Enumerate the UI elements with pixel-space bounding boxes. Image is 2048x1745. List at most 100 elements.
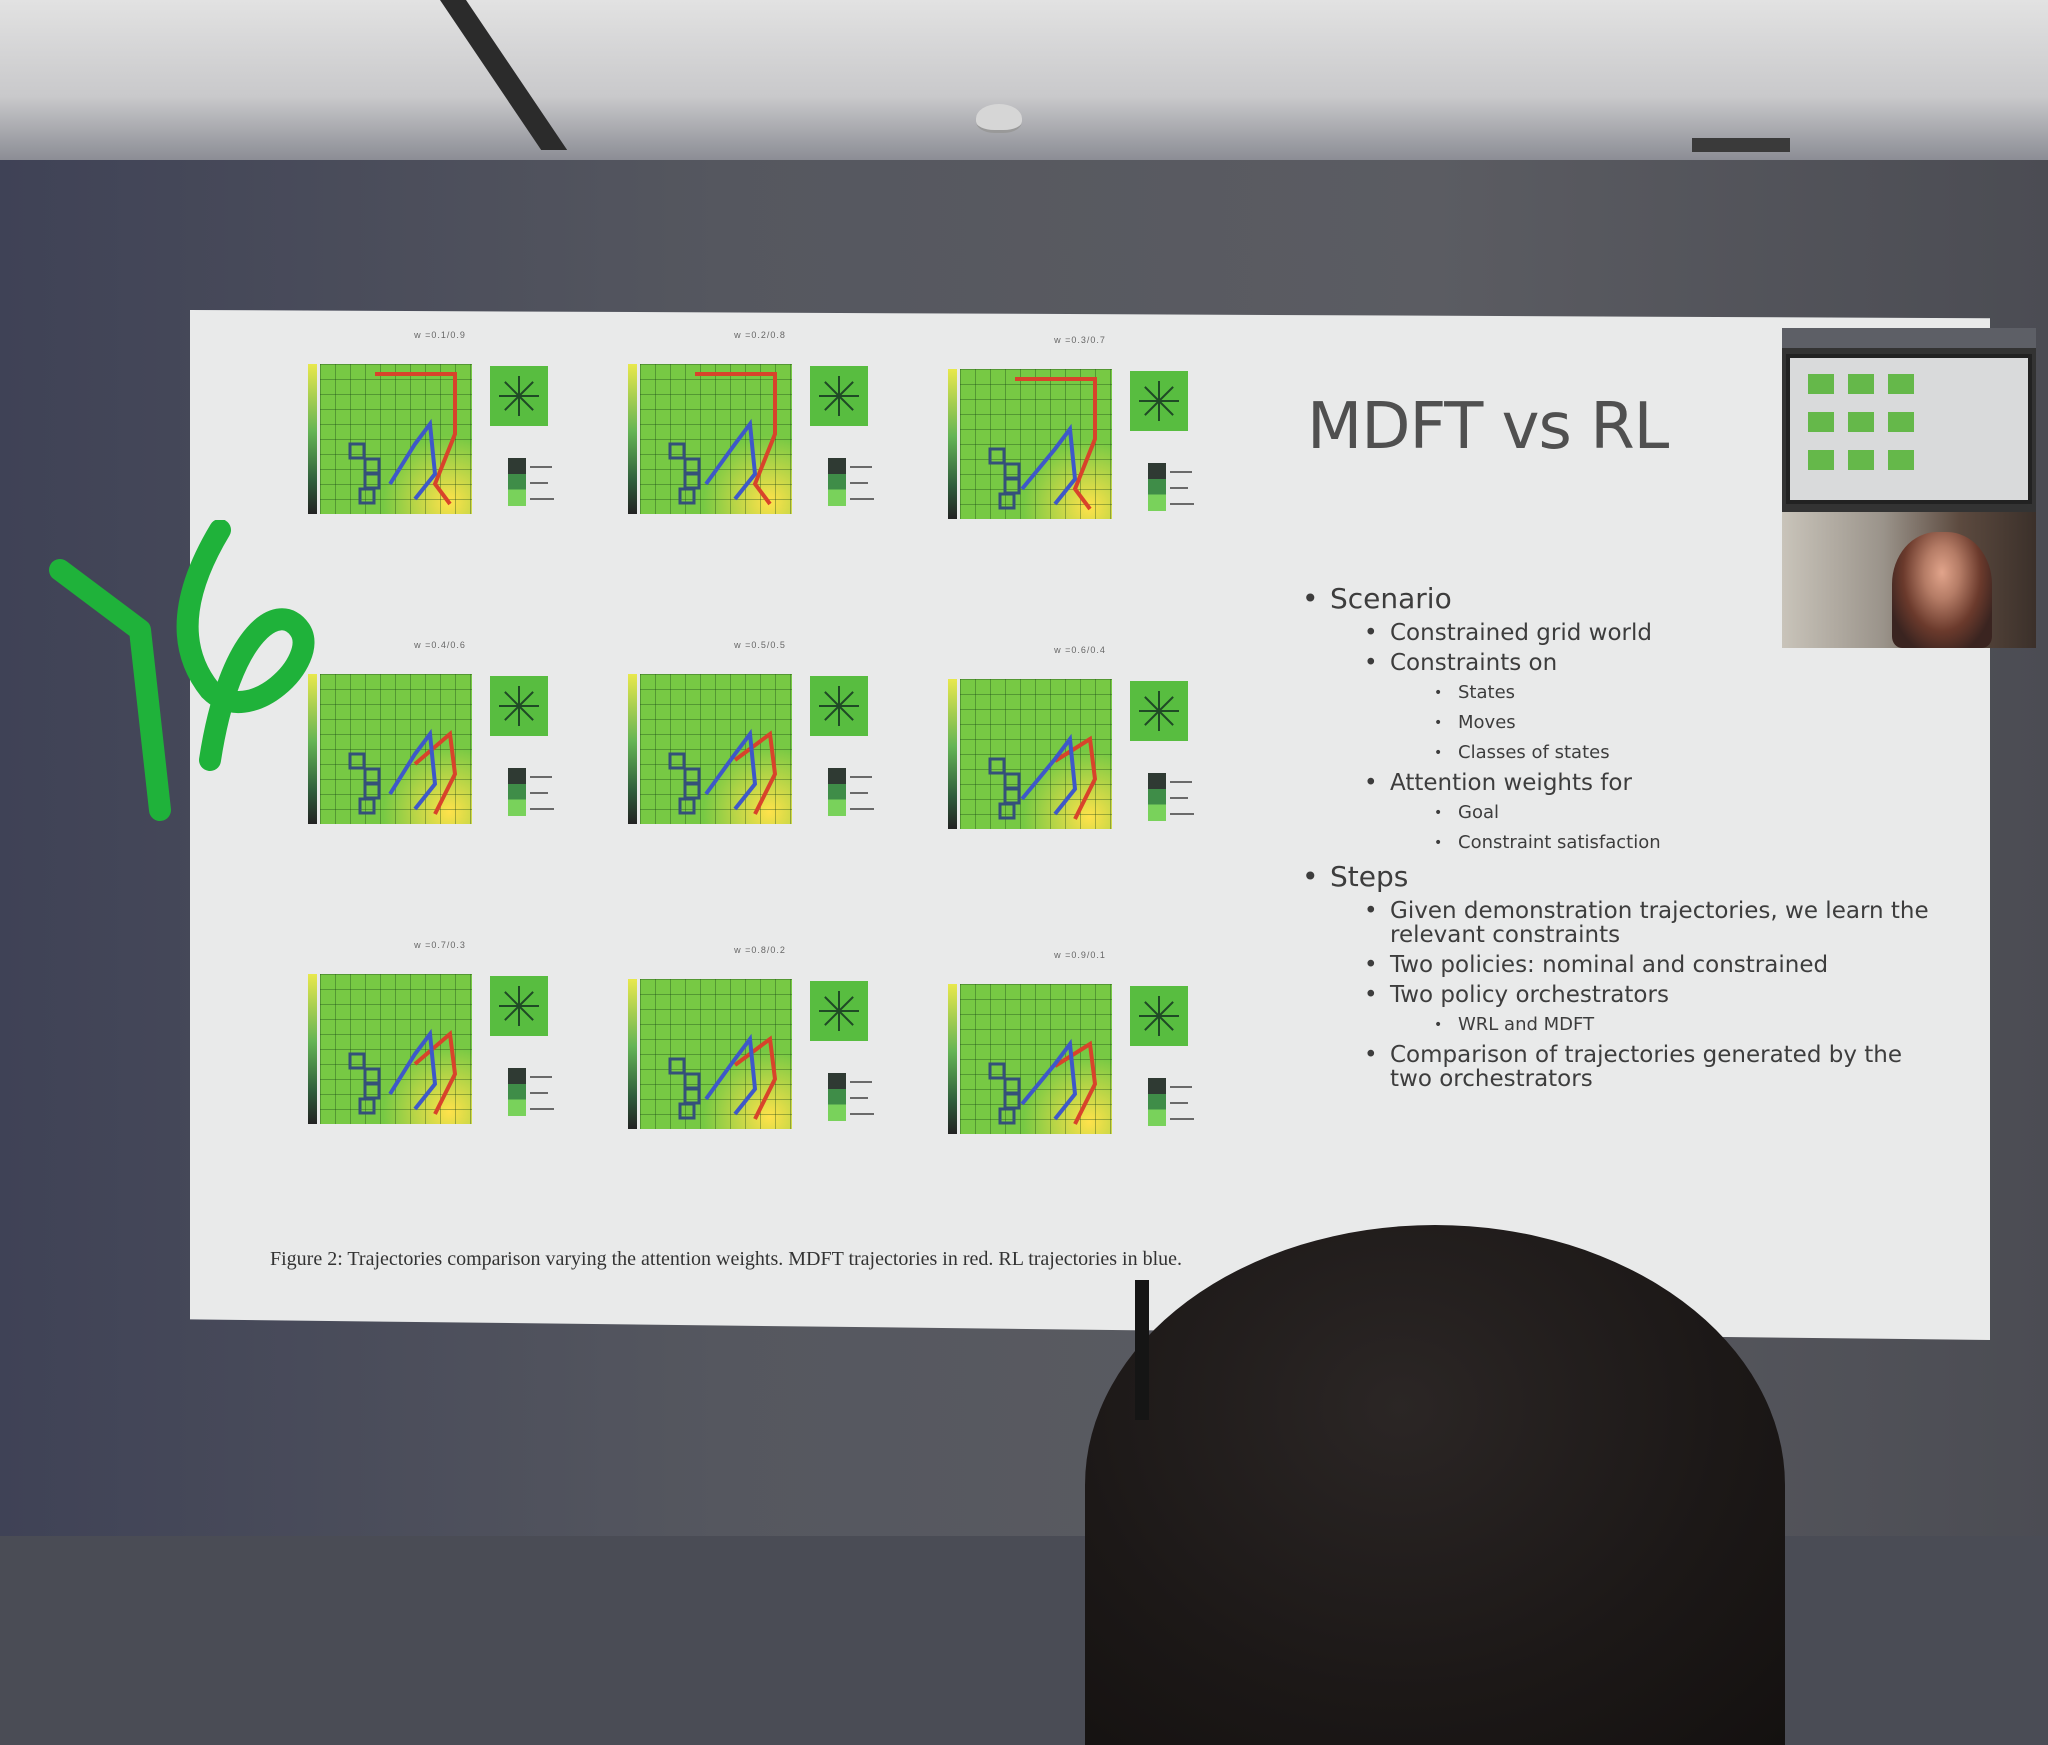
bullet-item: Classes of states (1434, 738, 1950, 768)
bullet-item: Constraint satisfaction (1434, 828, 1950, 858)
trajectory-plot: w =0.9/0.1 (930, 950, 1230, 1160)
plot-legend-labels (850, 1075, 876, 1119)
constraint-box (1003, 1077, 1021, 1095)
colorbar (948, 679, 957, 829)
star-ray (824, 381, 840, 397)
colorbar (308, 364, 317, 514)
trajectory-plot: w =0.6/0.4 (930, 645, 1230, 855)
constraint-box (683, 1087, 701, 1105)
constraint-box (683, 472, 701, 490)
microphone-stand (1135, 1280, 1149, 1420)
constraint-box (988, 447, 1006, 465)
rl-trajectory (388, 728, 438, 811)
star-ray (1144, 696, 1160, 712)
star-ray (1158, 400, 1174, 416)
trajectory-plot: w =0.2/0.8 (610, 330, 910, 540)
star-ray (1144, 1015, 1160, 1031)
bullet-item: Moves (1434, 708, 1950, 738)
star-ray (504, 691, 520, 707)
star-ray (518, 381, 534, 397)
trajectory-plot: w =0.7/0.3 (290, 940, 590, 1150)
action-star-map (490, 366, 548, 426)
bullet-item: States (1434, 678, 1950, 708)
star-glyph (499, 376, 539, 416)
star-glyph (819, 686, 859, 726)
star-ray (838, 996, 854, 1012)
plot-legend-labels (850, 770, 876, 814)
constraint-box (363, 1082, 381, 1100)
constraint-box (363, 782, 381, 800)
video-call-panel (1782, 328, 2036, 648)
constraint-box (683, 1072, 701, 1090)
constraint-box (668, 752, 686, 770)
trajectory-overlay (348, 728, 458, 815)
bullet-list: ScenarioConstrained grid worldConstraint… (1290, 580, 1950, 1094)
constraint-box (348, 1052, 366, 1070)
star-ray (504, 381, 520, 397)
grid-world-heatmap (640, 674, 792, 824)
constraint-box (678, 1102, 696, 1120)
rl-trajectory (388, 418, 438, 501)
action-star-map (1130, 371, 1188, 431)
grid-world-heatmap (320, 974, 472, 1124)
audience-head (1085, 1225, 1785, 1745)
constraint-box (988, 1062, 1006, 1080)
constraint-box (683, 457, 701, 475)
star-ray (518, 1005, 534, 1021)
plot-legend-labels (1170, 465, 1196, 509)
rl-trajectory (704, 728, 758, 811)
mdft-trajectory (375, 372, 457, 506)
constraint-box (668, 1057, 686, 1075)
trajectory-plot: w =0.5/0.5 (610, 640, 910, 850)
rl-trajectory (1020, 733, 1078, 816)
star-ray (1158, 386, 1174, 402)
bullet-item: Given demonstration trajectories, we lea… (1364, 896, 1950, 950)
trajectory-overlay (988, 733, 1098, 820)
plot-legend-swatches (828, 1073, 846, 1121)
constraint-box (998, 1107, 1016, 1125)
constraint-box (358, 797, 376, 815)
bullet-item: Goal (1434, 798, 1950, 828)
constraint-box (678, 487, 696, 505)
grid-world-heatmap (320, 674, 472, 824)
star-ray (824, 996, 840, 1012)
plot-legend-swatches (1148, 463, 1166, 511)
action-star-map (810, 981, 868, 1041)
plot-title: w =0.2/0.8 (734, 330, 786, 340)
constraint-box (1003, 462, 1021, 480)
trajectory-plot: w =0.8/0.2 (610, 945, 910, 1155)
grid-world-heatmap (960, 679, 1112, 829)
video-toolbar[interactable] (1782, 328, 2036, 348)
star-ray (1158, 696, 1174, 712)
bullet-item: Two policies: nominal and constrained (1364, 950, 1950, 980)
trajectory-plot: w =0.4/0.6 (290, 640, 590, 850)
star-ray (1158, 710, 1174, 726)
annotation-stroke-one (49, 559, 171, 821)
star-ray (518, 691, 534, 707)
rl-trajectory (704, 1033, 758, 1116)
rl-trajectory (388, 1028, 438, 1111)
star-ray (824, 1010, 840, 1026)
star-ray (1144, 400, 1160, 416)
plot-legend-swatches (828, 458, 846, 506)
constraint-box (358, 487, 376, 505)
shared-screen-thumbnail[interactable] (1786, 354, 2032, 504)
plot-title: w =0.8/0.2 (734, 945, 786, 955)
star-ray (1158, 1001, 1174, 1017)
constraint-box (998, 802, 1016, 820)
plot-title: w =0.7/0.3 (414, 940, 466, 950)
mdft-trajectory (695, 372, 777, 506)
star-ray (838, 705, 854, 721)
plot-title: w =0.3/0.7 (1054, 335, 1106, 345)
constraint-box (1003, 772, 1021, 790)
constraint-box (988, 757, 1006, 775)
star-glyph (499, 986, 539, 1026)
plot-legend-labels (530, 770, 556, 814)
colorbar (308, 674, 317, 824)
grid-world-heatmap (640, 979, 792, 1129)
trajectory-overlay (988, 1038, 1098, 1125)
rl-trajectory (1020, 423, 1078, 506)
webcam-feed[interactable] (1782, 512, 2036, 648)
constraint-box (363, 1067, 381, 1085)
plot-legend-swatches (1148, 773, 1166, 821)
